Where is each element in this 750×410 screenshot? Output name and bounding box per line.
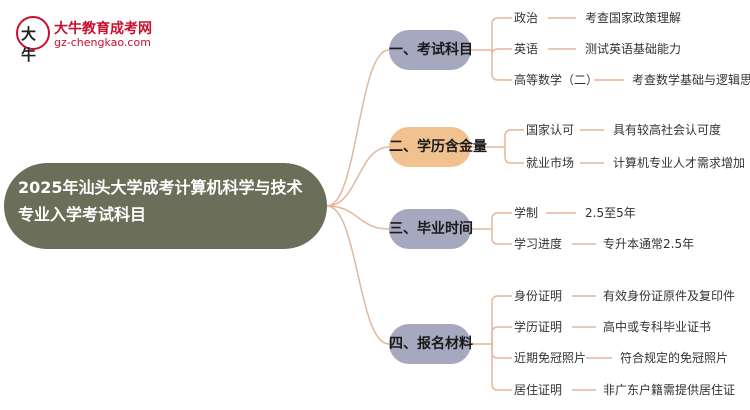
root-connector-1 bbox=[326, 146, 390, 207]
leaf-item: 学制 bbox=[514, 206, 539, 220]
leaf-connector-1-1 bbox=[504, 147, 524, 164]
leaf-item: 英语 bbox=[514, 42, 539, 56]
leaf-connector-3-2 bbox=[491, 344, 512, 359]
leaf-connector-3-0 bbox=[491, 295, 512, 344]
leaf-desc: 具有较高社会认可度 bbox=[613, 123, 722, 137]
root-connector-2 bbox=[326, 205, 390, 230]
leaf-desc: 高中或专科毕业证书 bbox=[603, 320, 712, 334]
leaf-connector-0-0 bbox=[491, 17, 512, 50]
leaf-item: 政治 bbox=[514, 11, 539, 25]
leaf-connector-0-1 bbox=[491, 48, 512, 56]
branch-label: 三、毕业时间 bbox=[389, 221, 473, 237]
logo: 大牛 大牛教育成考网 gz-chengkao.com bbox=[16, 16, 166, 64]
leaf-desc: 有效身份证原件及复印件 bbox=[603, 289, 736, 303]
leaf-connector-3-1 bbox=[491, 326, 512, 344]
branch-application-materials: 四、报名材料 bbox=[389, 324, 473, 364]
leaf-desc: 考查国家政策理解 bbox=[585, 11, 682, 25]
leaf-desc: 符合规定的免冠照片 bbox=[620, 351, 729, 365]
leaf-item: 身份证明 bbox=[514, 289, 563, 303]
leaf-connector-0-2 bbox=[491, 50, 512, 81]
leaf-item: 高等数学（二） bbox=[514, 73, 599, 87]
branch-label: 一、考试科目 bbox=[389, 42, 473, 58]
logo-title: 大牛教育成考网 bbox=[54, 21, 152, 37]
leaf-desc: 测试英语基础能力 bbox=[585, 42, 682, 56]
logo-mark-text: 大牛 bbox=[21, 25, 37, 64]
root-node: 2025年汕头大学成考计算机科学与技术专业入学考试科目 bbox=[4, 163, 327, 249]
logo-url: gz-chengkao.com bbox=[54, 36, 151, 49]
leaf-item: 国家认可 bbox=[526, 123, 575, 137]
root-connector-3 bbox=[326, 205, 390, 345]
branch-exam-subjects: 一、考试科目 bbox=[389, 30, 473, 70]
branch-label: 二、学历含金量 bbox=[389, 139, 487, 155]
leaf-connector-2-1 bbox=[491, 229, 512, 245]
branch-graduation-time: 三、毕业时间 bbox=[389, 209, 473, 249]
leaf-connector-1-0 bbox=[504, 129, 524, 147]
leaf-desc: 非广东户籍需提供居住证 bbox=[603, 383, 736, 397]
leaf-item: 居住证明 bbox=[514, 383, 563, 397]
leaf-item: 近期免冠照片 bbox=[514, 351, 587, 365]
leaf-desc: 2.5至5年 bbox=[585, 206, 636, 220]
leaf-connector-3-3 bbox=[491, 344, 512, 391]
branch-label: 四、报名材料 bbox=[389, 336, 473, 352]
root-connector-0 bbox=[326, 49, 390, 207]
leaf-desc: 计算机专业人才需求增加 bbox=[613, 156, 746, 170]
logo-mark-icon: 大牛 bbox=[16, 16, 50, 64]
branch-degree-value: 二、学历含金量 bbox=[389, 127, 487, 167]
leaf-desc: 考查数学基础与逻辑思维 bbox=[632, 73, 750, 87]
root-title: 2025年汕头大学成考计算机科学与技术专业入学考试科目 bbox=[18, 178, 303, 224]
leaf-item: 学习进度 bbox=[514, 237, 563, 251]
leaf-connector-2-0 bbox=[491, 212, 512, 229]
leaf-desc: 专升本通常2.5年 bbox=[603, 237, 695, 251]
leaf-item: 就业市场 bbox=[526, 156, 575, 170]
leaf-item: 学历证明 bbox=[514, 320, 563, 334]
